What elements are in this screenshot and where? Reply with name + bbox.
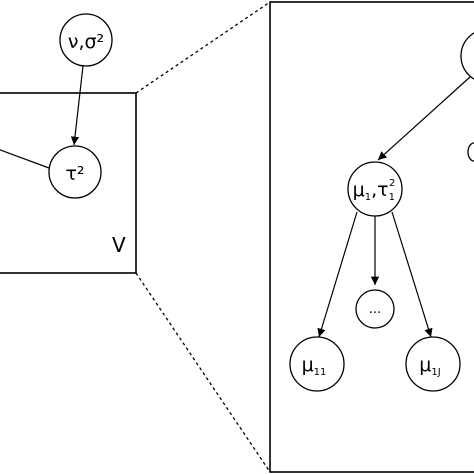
svg-text:ν,σ²: ν,σ² <box>68 31 104 53</box>
zoom-line-bottom <box>135 272 271 473</box>
edge-mu1-mu11 <box>317 211 358 338</box>
plate-label: V <box>112 233 126 257</box>
svg-text:μ11: μ11 <box>302 354 327 378</box>
node-tau: τ² <box>48 145 102 199</box>
svg-text:μ1J: μ1J <box>419 354 440 378</box>
edge-mu1-mu1J <box>391 211 433 338</box>
svg-text:...: ... <box>369 302 381 317</box>
edge-offscreen-tau <box>0 149 50 169</box>
node-mu11: μ11 <box>289 336 345 392</box>
plate-left <box>0 92 137 274</box>
edge-nusigma-tau <box>70 65 84 146</box>
node-ellipsis: ... <box>355 289 395 329</box>
node-nu-sigma: ν,σ² <box>59 13 113 67</box>
plate-right-zoom <box>269 1 474 473</box>
node-mu1-tau1: μ1,τ12 <box>347 161 403 217</box>
partial-offscreen-glyph <box>467 142 474 162</box>
edge-offscreen-mu1 <box>377 76 471 161</box>
zoom-line-top <box>135 1 271 94</box>
node-mu1J: μ1J <box>405 336 461 392</box>
svg-text:μ1,τ12: μ1,τ12 <box>353 178 396 203</box>
node-offscreen-top-right <box>460 32 474 80</box>
svg-text:τ²: τ² <box>65 163 84 185</box>
